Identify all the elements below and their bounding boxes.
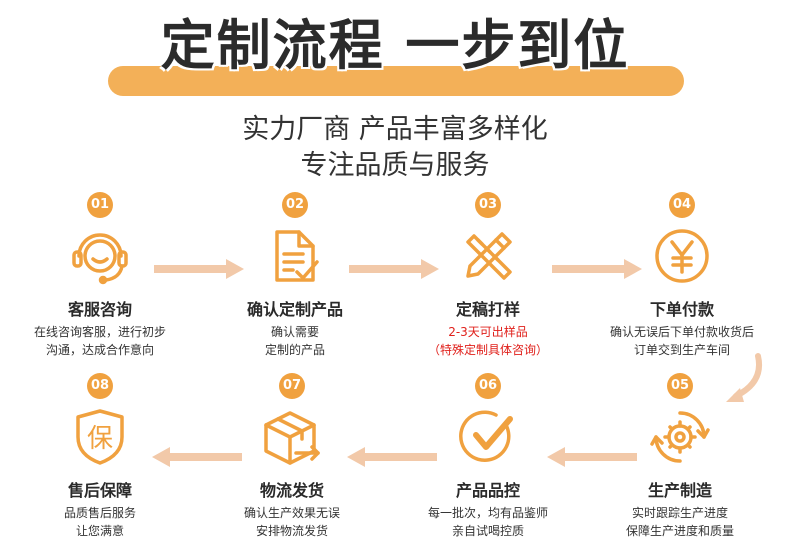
check-circle-icon <box>456 405 520 469</box>
step-title: 生产制造 <box>647 481 712 500</box>
step-description: 2-3天可出样品（特殊定制具体咨询） <box>427 325 548 357</box>
step-description: 在线咨询客服，进行初步沟通，达成合作意向 <box>33 325 166 357</box>
step-08: 08 保 售后保障 品质售后服务让您满意 <box>10 373 190 553</box>
step-number-badge: 01 <box>87 192 113 218</box>
arrow-curve-4-5 <box>726 353 762 402</box>
arrow-left-5-6 <box>547 447 637 467</box>
step-number-badge: 06 <box>475 373 501 399</box>
step-number-badge: 05 <box>667 373 693 399</box>
headset-icon <box>68 224 132 288</box>
step-title: 产品品控 <box>455 481 520 500</box>
step-title: 售后保障 <box>67 481 132 500</box>
step-description: 品质售后服务让您满意 <box>63 506 136 538</box>
gear-icon <box>648 405 712 469</box>
step-title: 客服咨询 <box>67 300 132 319</box>
step-number-badge: 02 <box>282 192 308 218</box>
shield-bao-icon: 保 <box>68 405 132 469</box>
svg-text:保: 保 <box>87 424 113 454</box>
arrow-left-7-8 <box>152 447 242 467</box>
step-title: 定稿打样 <box>455 300 520 319</box>
step-number-badge: 03 <box>475 192 501 218</box>
arrow-right-2-3 <box>349 259 439 279</box>
step-07: 07 物流发货 确认生产效果无误安排物流发货 <box>202 373 382 553</box>
step-04: 04 下单付款 确认无误后下单付款收货后订单交到生产车间 <box>592 192 772 372</box>
step-description: 确认生产效果无误安排物流发货 <box>243 506 340 538</box>
step-title: 下单付款 <box>649 300 714 319</box>
subtitle-line-1: 实力厂商 产品丰富多样化 <box>242 114 548 145</box>
step-description: 每一批次，均有品鉴师亲自试喝控质 <box>427 506 548 538</box>
box-shipping-icon <box>260 405 324 469</box>
ruler-pencil-icon <box>456 224 520 288</box>
title-banner <box>108 66 684 96</box>
step-number-badge: 08 <box>87 373 113 399</box>
step-description: 确认无误后下单付款收货后订单交到生产车间 <box>609 325 754 357</box>
step-03: 03 定稿打样 2-3天可出样品（特殊定制具体咨询） <box>398 192 578 372</box>
subtitle-line-2: 专注品质与服务 <box>300 150 490 181</box>
step-title: 确认定制产品 <box>246 300 343 319</box>
document-check-icon <box>263 224 327 288</box>
step-number-badge: 04 <box>669 192 695 218</box>
step-05: 05 生产制造 实时跟踪生产进度保障生产进度和质量 <box>590 373 770 553</box>
arrow-right-3-4 <box>552 259 642 279</box>
arrow-left-6-7 <box>347 447 437 467</box>
step-description: 确认需要定制的产品 <box>264 325 325 357</box>
step-01: 01 客服咨询 在线咨询客服，进行初步沟通，达成合作意向 <box>10 192 190 372</box>
step-description: 实时跟踪生产进度保障生产进度和质量 <box>625 506 734 538</box>
step-02: 02 确认定制产品 确认需要定制的产品 <box>205 192 385 372</box>
yen-coin-icon <box>650 224 714 288</box>
step-number-badge: 07 <box>279 373 305 399</box>
step-title: 物流发货 <box>259 481 324 500</box>
arrow-right-1-2 <box>154 259 244 279</box>
step-06: 06 产品品控 每一批次，均有品鉴师亲自试喝控质 <box>398 373 578 553</box>
page-title: 定制流程 一步到位 <box>160 14 630 77</box>
